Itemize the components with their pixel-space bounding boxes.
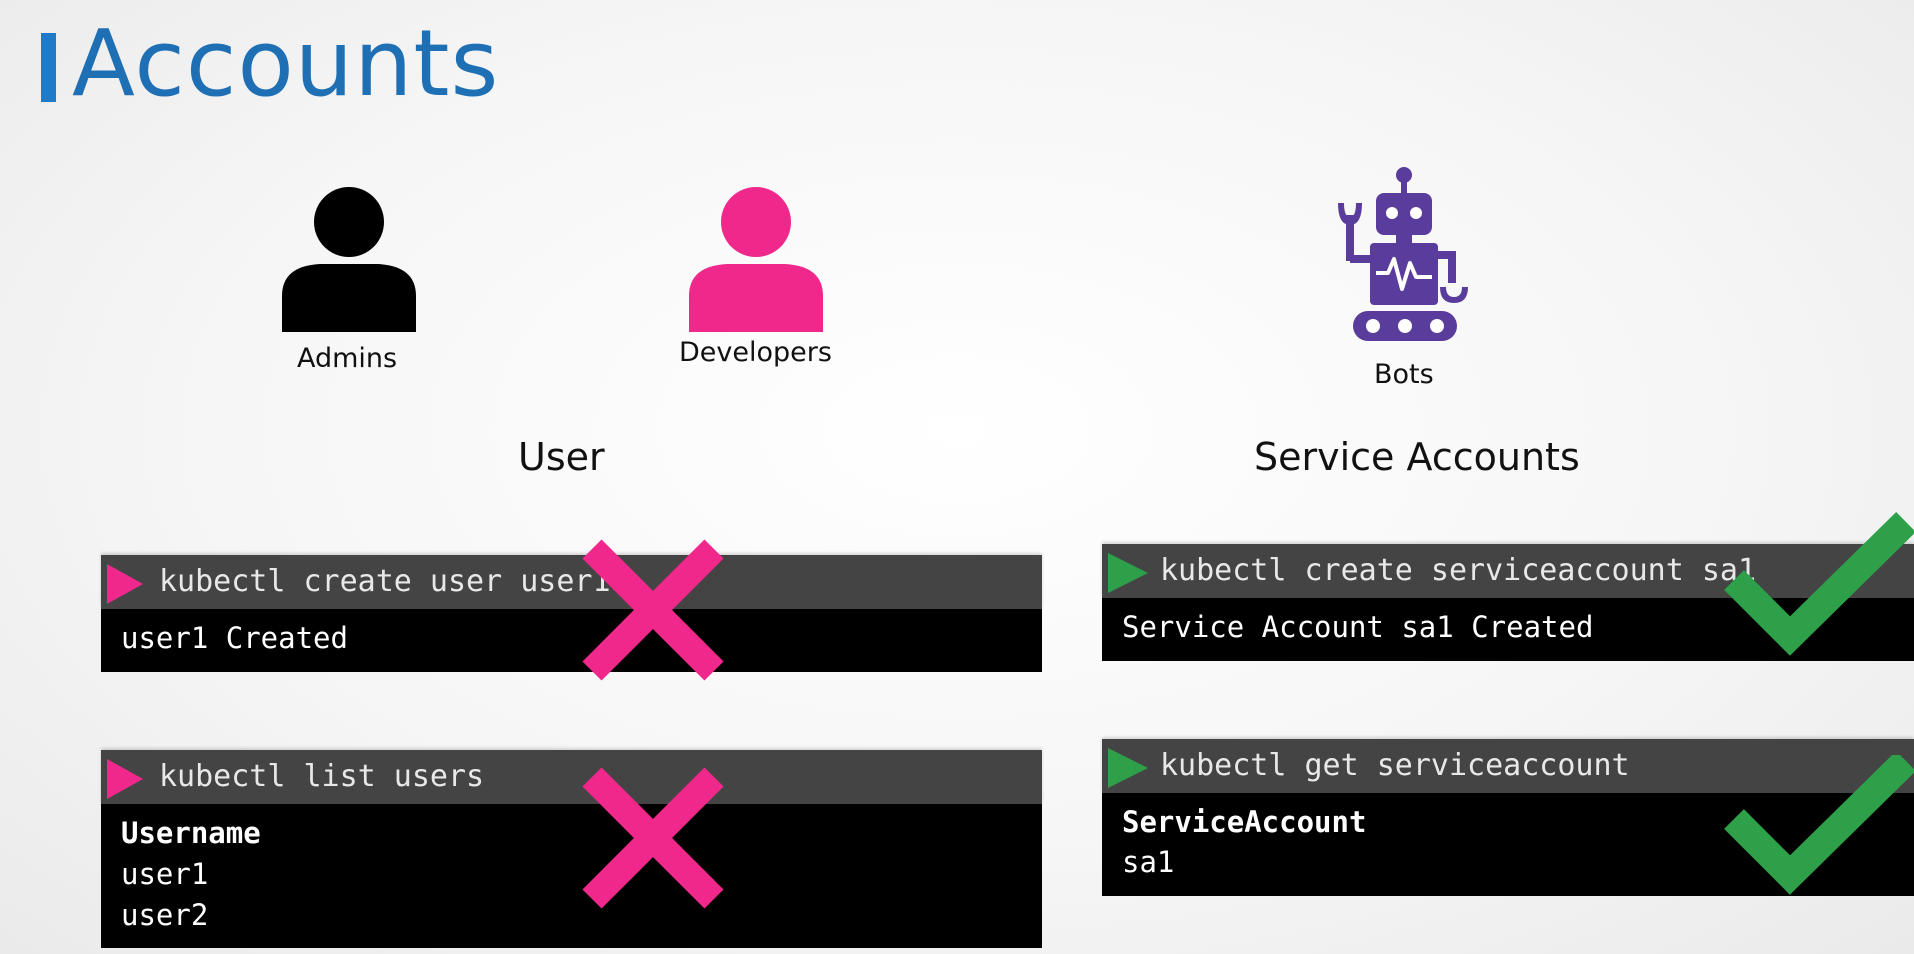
output-line: user2 bbox=[121, 898, 209, 932]
command-bar: kubectl create user user1 bbox=[101, 555, 1042, 609]
output-header: ServiceAccount bbox=[1122, 805, 1367, 839]
command-text: kubectl create user user1 bbox=[159, 564, 611, 599]
prompt-triangle-icon bbox=[107, 564, 143, 604]
bots-label: Bots bbox=[1374, 359, 1434, 390]
command-text: kubectl get serviceaccount bbox=[1160, 748, 1630, 783]
prompt-triangle-icon bbox=[1108, 553, 1148, 593]
page-title: Accounts bbox=[72, 10, 500, 117]
checkmark-icon bbox=[1724, 755, 1914, 895]
output-line: sa1 bbox=[1122, 845, 1175, 879]
developers-label: Developers bbox=[679, 337, 832, 368]
checkmark-icon bbox=[1724, 512, 1914, 656]
command-bar: kubectl get serviceaccount bbox=[1102, 739, 1914, 793]
output-line: user1 bbox=[121, 857, 209, 891]
list-users-terminal: kubectl list users Username user1 user2 bbox=[101, 750, 1042, 948]
output-line: user1 Created bbox=[121, 621, 348, 655]
output-header: Username bbox=[121, 816, 261, 850]
command-bar: kubectl create serviceaccount sa1 bbox=[1102, 544, 1914, 598]
admins-label: Admins bbox=[297, 343, 398, 374]
output-line: Service Account sa1 Created bbox=[1122, 610, 1594, 644]
prompt-triangle-icon bbox=[1108, 748, 1148, 788]
developers-person-icon bbox=[689, 187, 823, 332]
command-output: Username user1 user2 bbox=[101, 804, 1042, 948]
cross-icon bbox=[582, 539, 724, 681]
command-bar: kubectl list users bbox=[101, 750, 1042, 804]
prompt-triangle-icon bbox=[107, 759, 143, 799]
title-accent-bar bbox=[41, 33, 56, 102]
create-user-terminal: kubectl create user user1 user1 Created bbox=[101, 555, 1042, 672]
bots-robot-icon bbox=[1338, 167, 1468, 341]
service-accounts-heading: Service Accounts bbox=[1254, 435, 1580, 479]
command-text: kubectl create serviceaccount sa1 bbox=[1160, 553, 1757, 588]
command-output: user1 Created bbox=[101, 609, 1042, 672]
command-text: kubectl list users bbox=[159, 759, 485, 794]
admins-person-icon bbox=[282, 187, 416, 332]
cross-icon bbox=[582, 767, 724, 909]
user-heading: User bbox=[518, 435, 605, 479]
